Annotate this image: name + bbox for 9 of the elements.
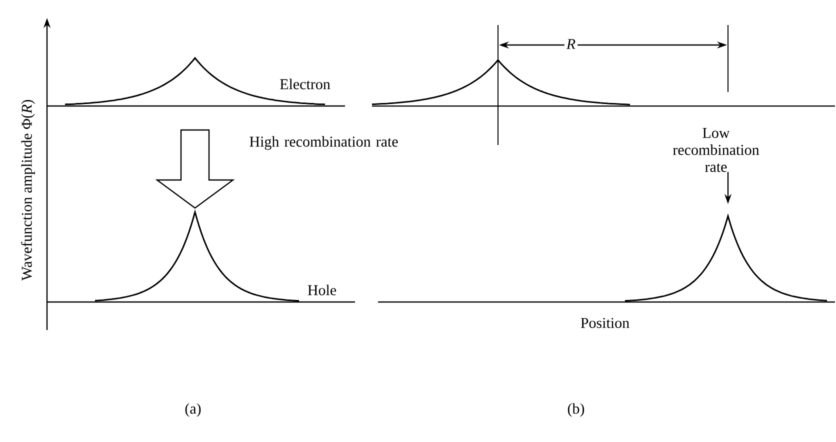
panel-label: (b)	[568, 403, 584, 417]
axis-label: Wavefunction amplitude Φ(R)	[21, 100, 35, 281]
annotation-text: Low recombination rate	[672, 128, 760, 172]
dimension-label: R	[564, 37, 578, 51]
annotation-text: High recombination rate	[250, 136, 398, 150]
panel-label: (a)	[185, 403, 201, 417]
axis-label: Position	[580, 318, 630, 328]
curve-label: Electron	[280, 78, 330, 90]
curve-label: Hole	[308, 284, 336, 296]
